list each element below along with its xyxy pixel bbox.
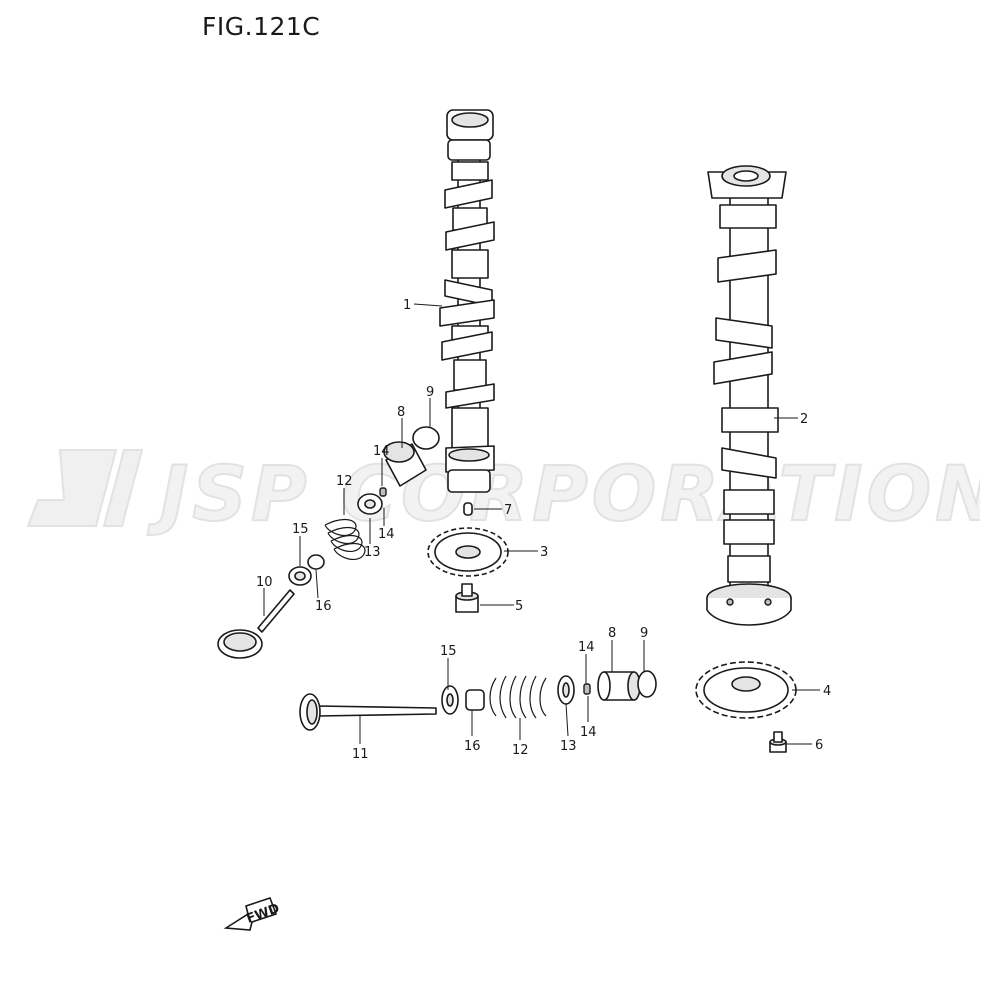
- callout-2: 2: [800, 412, 808, 427]
- leader-lines: [263, 303, 820, 745]
- valve-spring-upper: [324, 518, 366, 561]
- fwd-arrow-icon: FWD: [223, 896, 282, 931]
- valve-seal-lower: [465, 689, 485, 711]
- callout-9-upper: 9: [426, 385, 434, 400]
- shim-lower: [637, 670, 657, 698]
- callout-15-lower: 15: [440, 644, 457, 659]
- retainer-upper: [357, 493, 383, 515]
- shim-upper: [412, 426, 440, 450]
- valve-intake: [217, 589, 295, 659]
- watermark-logo-mark: [26, 449, 144, 527]
- callout-14-lower-b: 14: [580, 725, 597, 740]
- cotter-upper: [379, 487, 387, 497]
- valve-spring-lower: [489, 675, 547, 719]
- callout-16-lower: 16: [464, 739, 481, 754]
- callout-14-upper-b: 14: [378, 527, 395, 542]
- spring-seat-upper: [307, 554, 325, 570]
- watermark-text: JSP CORPORATION: [147, 449, 980, 538]
- valve-exhaust: [299, 693, 437, 731]
- callout-8-lower: 8: [608, 626, 616, 641]
- callout-12-lower: 12: [512, 743, 529, 758]
- callout-7: 7: [504, 503, 512, 518]
- tappet-upper: [383, 441, 427, 487]
- callout-13-upper: 13: [364, 545, 381, 560]
- callout-11: 11: [352, 747, 369, 762]
- callout-12-upper: 12: [336, 474, 353, 489]
- callout-16-upper: 16: [315, 599, 332, 614]
- tappet-lower: [597, 671, 641, 701]
- callout-10: 10: [256, 575, 273, 590]
- figure-title: FIG.121C: [202, 12, 321, 41]
- sprocket-intake: [427, 527, 509, 577]
- callout-5: 5: [515, 599, 523, 614]
- retainer-lower: [557, 675, 575, 705]
- callout-8-upper: 8: [397, 405, 405, 420]
- callout-9-lower: 9: [640, 626, 648, 641]
- callout-6: 6: [815, 738, 823, 753]
- callout-13-lower: 13: [560, 739, 577, 754]
- camshaft-intake: [439, 109, 495, 493]
- cotter-lower: [583, 683, 591, 695]
- callout-4: 4: [823, 684, 831, 699]
- camshaft-exhaust: [706, 165, 792, 626]
- valve-seal-upper: [288, 566, 312, 586]
- bolt-exhaust-sprocket: [769, 731, 787, 753]
- dowel-pin: [463, 502, 473, 516]
- callout-3: 3: [540, 545, 548, 560]
- callout-14-upper-a: 14: [373, 444, 390, 459]
- callout-1: 1: [403, 298, 411, 313]
- spring-seat-lower: [441, 685, 459, 715]
- watermark: JSP CORPORATION: [26, 448, 980, 538]
- callout-15-upper: 15: [292, 522, 309, 537]
- callout-14-lower-a: 14: [578, 640, 595, 655]
- sprocket-exhaust: [695, 661, 797, 719]
- callouts: 1 2 3 4 5 6 7 8 9 14 12 14 15 13 10 16 1…: [256, 298, 831, 762]
- bolt-intake-sprocket: [455, 583, 479, 613]
